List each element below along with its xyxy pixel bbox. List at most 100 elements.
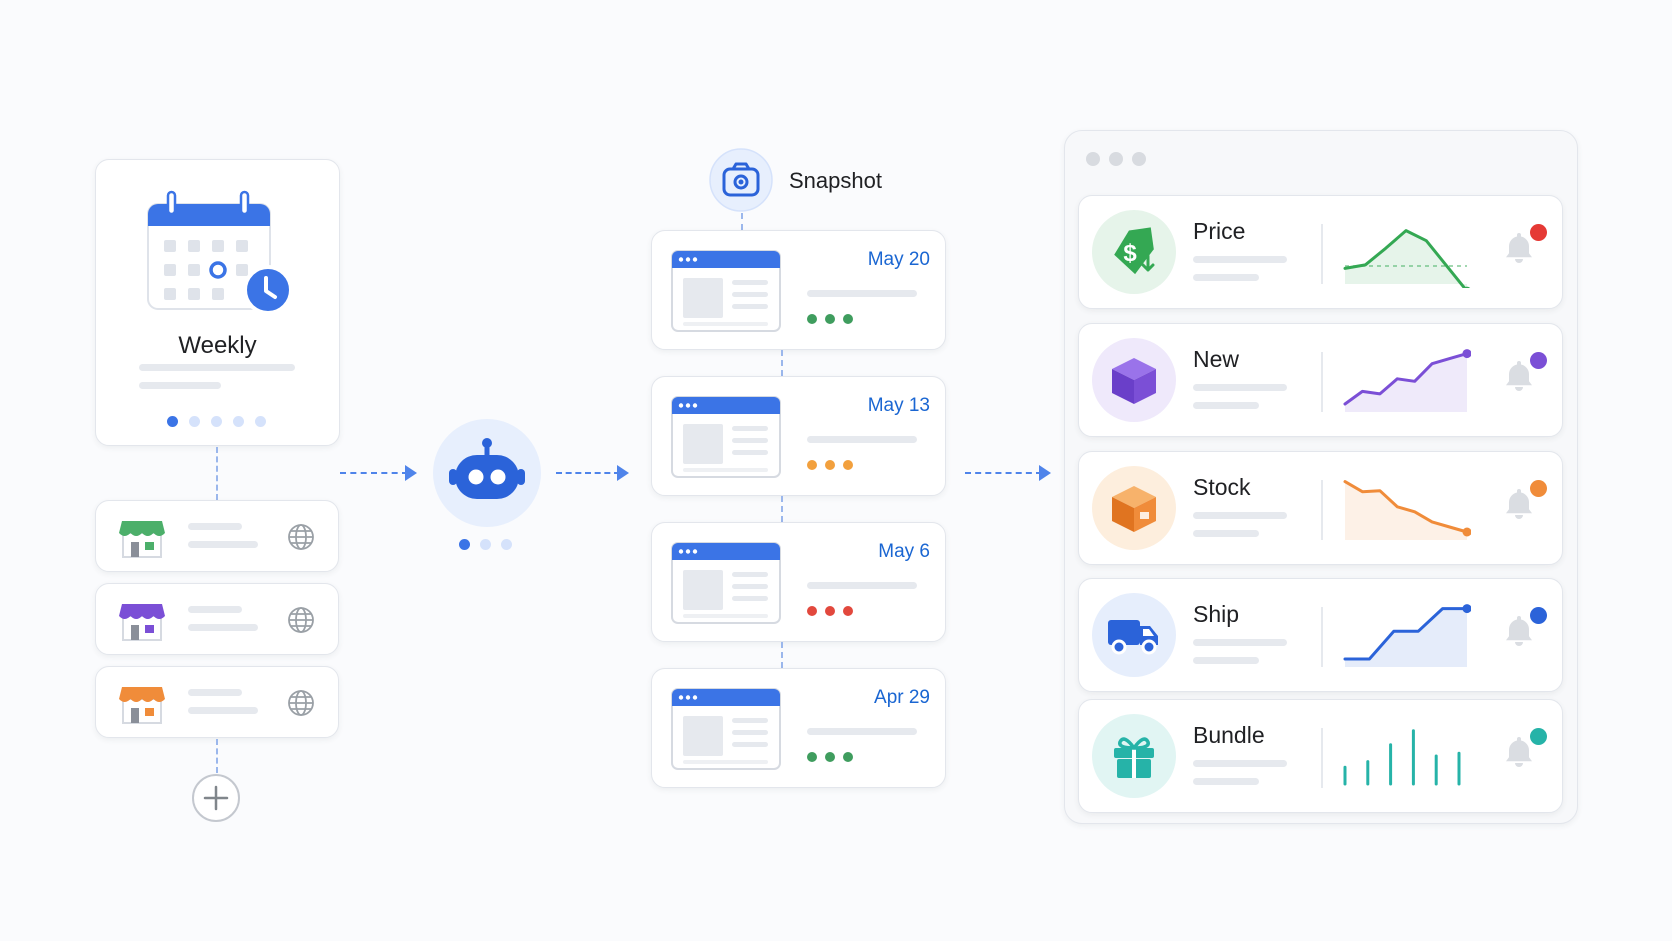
placeholder-line xyxy=(1193,256,1287,263)
placeholder-line xyxy=(188,707,258,714)
status-dot xyxy=(843,752,853,762)
placeholder-line xyxy=(1193,384,1287,391)
package-icon xyxy=(1112,486,1156,532)
bell-icon[interactable] xyxy=(1501,358,1537,394)
browser-thumbnail-icon xyxy=(671,250,781,332)
source-row[interactable] xyxy=(95,583,339,655)
page-indicator[interactable] xyxy=(167,416,266,427)
trend-endpoint xyxy=(1462,527,1471,537)
placeholder-line xyxy=(188,523,242,530)
snapshot-date: May 6 xyxy=(878,541,930,562)
bell-icon[interactable] xyxy=(1501,734,1537,770)
connector xyxy=(741,213,743,230)
status-dot xyxy=(807,606,817,616)
alert-dot xyxy=(1530,607,1547,624)
robot-agent-icon xyxy=(433,419,541,527)
placeholder-line xyxy=(188,606,242,613)
divider xyxy=(1321,224,1323,284)
result-row-stock[interactable]: Stock xyxy=(1078,451,1563,565)
placeholder-line xyxy=(1193,778,1259,785)
status-dot xyxy=(843,606,853,616)
trend-sparkline xyxy=(1343,229,1471,288)
trend-sparkline xyxy=(1343,349,1471,412)
snapshot-card[interactable]: May 20 xyxy=(651,230,946,350)
camera-icon xyxy=(709,148,773,212)
add-source-button[interactable] xyxy=(191,773,241,823)
new-icon-badge xyxy=(1092,338,1176,422)
placeholder-line xyxy=(1193,402,1259,409)
result-label: Bundle xyxy=(1193,722,1265,748)
result-label: New xyxy=(1193,346,1240,372)
schedule-card[interactable]: Weekly xyxy=(95,159,340,446)
bell-icon[interactable] xyxy=(1501,486,1537,522)
placeholder-line xyxy=(139,382,221,389)
connector xyxy=(781,350,783,376)
browser-thumbnail-icon xyxy=(671,542,781,624)
storefront-icon xyxy=(119,687,165,724)
gift-icon xyxy=(1114,737,1154,778)
trend-bars xyxy=(1343,729,1461,786)
connector xyxy=(781,642,783,668)
bell-icon[interactable] xyxy=(1501,613,1537,649)
placeholder-line xyxy=(188,541,258,548)
status-dot xyxy=(825,752,835,762)
divider xyxy=(1321,728,1323,788)
result-label: Price xyxy=(1193,218,1246,244)
globe-icon[interactable] xyxy=(287,606,315,634)
globe-icon[interactable] xyxy=(287,689,315,717)
calendar-icon xyxy=(147,190,293,314)
alert-dot xyxy=(1530,728,1547,745)
status-dot xyxy=(843,314,853,324)
schedule-title: Weekly xyxy=(178,332,257,359)
snapshot-date: Apr 29 xyxy=(874,687,930,708)
flow-arrow-head xyxy=(617,465,629,481)
window-control-dot xyxy=(1132,152,1146,166)
bundle-icon-badge xyxy=(1092,714,1176,798)
trend-line xyxy=(1343,607,1469,661)
flow-arrow-line xyxy=(965,472,1042,474)
placeholder-line xyxy=(1193,512,1287,519)
stock-icon-badge xyxy=(1092,466,1176,550)
flow-arrow-line xyxy=(340,472,408,474)
status-dot xyxy=(807,460,817,470)
placeholder-line xyxy=(807,290,917,297)
trend-line xyxy=(1343,352,1469,406)
placeholder-line xyxy=(1193,639,1287,646)
flow-arrow-head xyxy=(1039,465,1051,481)
snapshot-date: May 13 xyxy=(867,395,930,416)
result-row-new[interactable]: New xyxy=(1078,323,1563,437)
placeholder-line xyxy=(1193,760,1287,767)
result-row-bundle[interactable]: Bundle xyxy=(1078,699,1563,813)
globe-icon[interactable] xyxy=(287,523,315,551)
result-row-price[interactable]: $ Price xyxy=(1078,195,1563,309)
snapshot-card[interactable]: May 6 xyxy=(651,522,946,642)
placeholder-line xyxy=(807,728,917,735)
window-control-dot xyxy=(1109,152,1123,166)
placeholder-line xyxy=(1193,657,1259,664)
connector xyxy=(216,739,218,773)
price-tag-icon: $ xyxy=(1114,227,1155,275)
trend-area xyxy=(1345,353,1467,412)
status-dot xyxy=(825,606,835,616)
placeholder-line xyxy=(139,364,295,371)
status-dots xyxy=(807,460,853,470)
status-dot xyxy=(825,460,835,470)
flow-arrow-line xyxy=(556,472,620,474)
connector xyxy=(216,447,218,500)
placeholder-line xyxy=(1193,274,1259,281)
placeholder-line xyxy=(1193,530,1259,537)
box-icon xyxy=(1112,358,1156,404)
trend-area xyxy=(1345,230,1467,288)
source-row[interactable] xyxy=(95,666,339,738)
source-row[interactable] xyxy=(95,500,339,572)
trend-sparkline xyxy=(1343,480,1471,540)
browser-thumbnail-icon xyxy=(671,396,781,478)
divider xyxy=(1321,352,1323,412)
result-row-ship[interactable]: Ship xyxy=(1078,578,1563,692)
snapshot-card[interactable]: May 13 xyxy=(651,376,946,496)
bell-icon[interactable] xyxy=(1501,230,1537,266)
snapshot-card[interactable]: Apr 29 xyxy=(651,668,946,788)
snapshot-date: May 20 xyxy=(867,249,930,270)
trend-line xyxy=(1343,229,1467,288)
status-dots xyxy=(807,606,853,616)
